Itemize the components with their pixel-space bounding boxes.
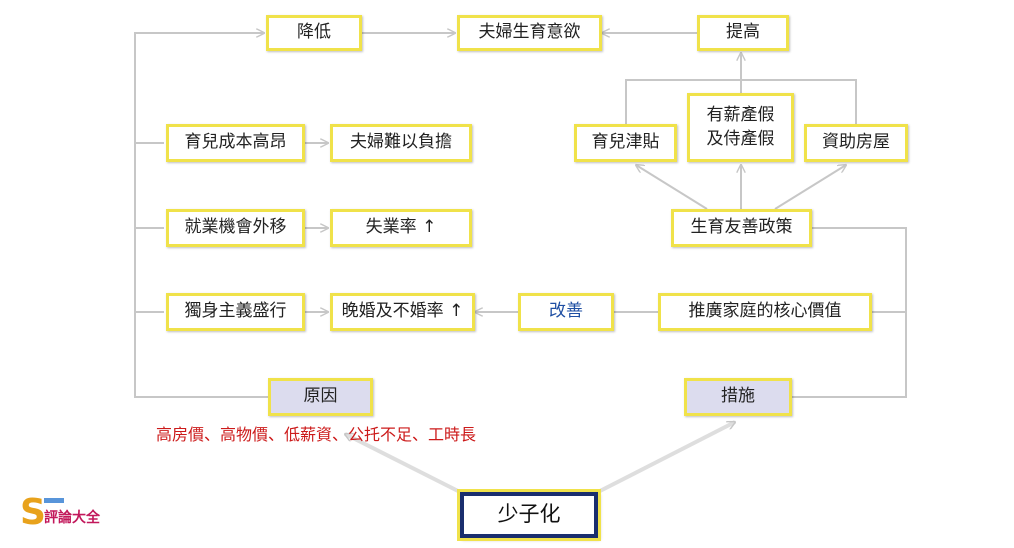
arrow-policy-to-allowance [636, 165, 708, 210]
node-housing-aid: 資助房屋 [804, 124, 908, 162]
node-couple-burden: 夫婦難以負擔 [330, 124, 472, 162]
node-childcare-allowance: 育兒津貼 [574, 124, 677, 162]
node-improve-up: 提高 [697, 15, 789, 51]
node-measures: 措施 [684, 378, 792, 416]
site-logo: S 評論大全 [20, 492, 101, 530]
arrow-low-birth-to-cause [345, 432, 461, 494]
connector-cause-to-reduce [134, 33, 268, 398]
cause-note: 高房價、高物價、低薪資、公托不足、工時長 [156, 425, 477, 444]
node-jobs-out: 就業機會外移 [166, 209, 305, 247]
node-unemployment: 失業率 ↑ [330, 209, 472, 247]
node-improve: 改善 [518, 293, 614, 331]
arrow-policy-to-housing [774, 165, 846, 210]
logo-text: 評論大全 [44, 509, 101, 526]
node-friendly-policy: 生育友善政策 [671, 209, 812, 247]
arrow-low-birth-to-measures [597, 420, 735, 494]
node-birth-desire: 夫婦生育意欲 [457, 15, 602, 51]
node-family-values: 推廣家庭的核心價值 [658, 293, 872, 331]
node-child-cost: 育兒成本高昂 [166, 124, 305, 162]
node-reduce: 降低 [266, 15, 362, 51]
node-single-trend: 獨身主義盛行 [166, 293, 305, 331]
node-low-birth: 少子化 [460, 492, 598, 538]
node-cause: 原因 [268, 378, 373, 416]
node-paid-leave: 有薪產假 及侍產假 [687, 93, 794, 162]
logo-letter: S [20, 492, 46, 530]
logo-bar [44, 498, 64, 503]
node-late-marriage: 晚婚及不婚率 ↑ [330, 293, 475, 331]
